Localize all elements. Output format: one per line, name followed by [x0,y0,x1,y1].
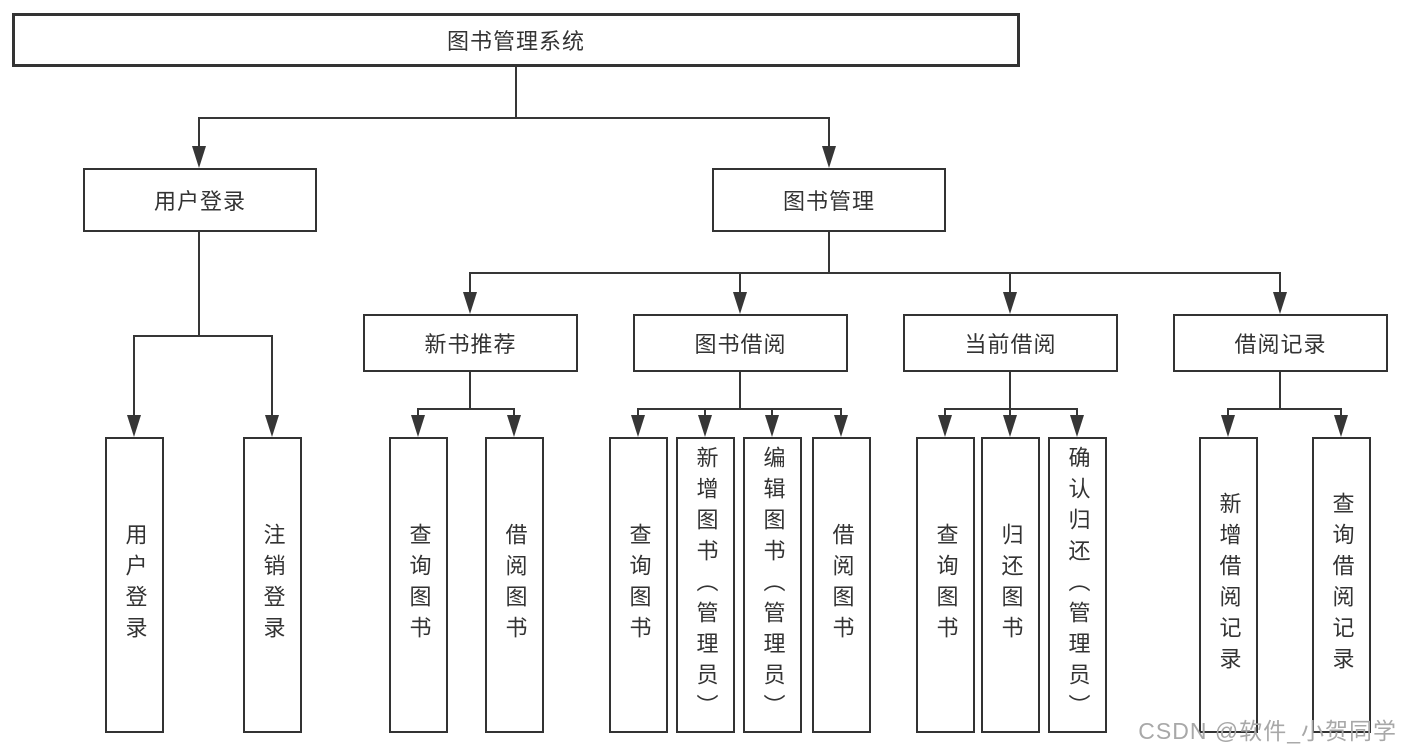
leaf-logout: 注销登录 [243,437,302,733]
connector-line [1340,408,1342,415]
leaf-query-borrow-record: 查询借阅记录 [1312,437,1371,733]
arrowhead-icon [822,146,836,168]
node-book-borrowing: 图书借阅 [633,314,848,372]
leaf-query-books-borrowing: 查询图书 [609,437,668,733]
arrowhead-icon [834,415,848,437]
leaf-confirm-return-admin: 确认归还（管理员） [1048,437,1107,733]
node-book-borrowing-label: 图书借阅 [694,332,787,357]
connector-line [944,408,946,415]
arrowhead-icon [698,415,712,437]
connector-line [133,335,273,337]
connector-line [513,408,515,415]
arrowhead-icon [631,415,645,437]
arrowhead-icon [463,292,477,314]
arrowhead-icon [1221,415,1235,437]
leaf-add-books-admin-label: 新增图书（管理员） [693,445,719,725]
leaf-borrow-books-recommend: 借阅图书 [485,437,544,733]
leaf-query-books-current-label: 查询图书 [933,523,959,647]
arrowhead-icon [1070,415,1084,437]
leaf-query-books-recommend: 查询图书 [389,437,448,733]
connector-line [198,232,200,335]
arrowhead-icon [265,415,279,437]
node-root-label: 图书管理系统 [446,29,585,54]
arrowhead-icon [938,415,952,437]
node-book-management-label: 图书管理 [782,189,875,214]
connector-line [1009,272,1011,292]
leaf-confirm-return-admin-label: 确认归还（管理员） [1065,445,1091,725]
node-new-book-recommend-label: 新书推荐 [424,332,517,357]
arrowhead-icon [1334,415,1348,437]
connector-line [739,372,741,408]
connector-line [704,408,706,415]
connector-line [1009,408,1011,415]
arrowhead-icon [1273,292,1287,314]
leaf-user-login-label: 用户登录 [122,523,148,647]
connector-line [637,408,841,410]
connector-line [515,67,517,117]
leaf-logout-label: 注销登录 [260,523,286,647]
leaf-add-borrow-record: 新增借阅记录 [1199,437,1258,733]
node-user-login: 用户登录 [83,168,317,232]
watermark: CSDN @软件_小贺同学 [1138,718,1397,744]
connector-line [1076,408,1078,415]
node-borrowing-records-label: 借阅记录 [1234,332,1327,357]
connector-line [417,408,419,415]
arrowhead-icon [507,415,521,437]
node-borrowing-records: 借阅记录 [1173,314,1388,372]
connector-line [198,117,830,119]
leaf-query-books-borrowing-label: 查询图书 [626,523,652,647]
leaf-edit-books-admin: 编辑图书（管理员） [743,437,802,733]
connector-line [1009,372,1011,408]
connector-line [1227,408,1229,415]
arrowhead-icon [411,415,425,437]
node-current-borrowing-label: 当前借阅 [964,332,1057,357]
leaf-return-books: 归还图书 [981,437,1040,733]
connector-line [637,408,639,415]
arrowhead-icon [733,292,747,314]
connector-line [1279,372,1281,408]
connector-line [1227,408,1341,410]
connector-line [739,272,741,292]
node-book-management: 图书管理 [712,168,946,232]
node-new-book-recommend: 新书推荐 [363,314,578,372]
arrowhead-icon [192,146,206,168]
connector-line [133,335,135,415]
leaf-borrow-books-recommend-label: 借阅图书 [502,523,528,647]
node-root-system: 图书管理系统 [12,13,1020,67]
connector-line [840,408,842,415]
connector-line [771,408,773,415]
leaf-add-borrow-record-label: 新增借阅记录 [1216,492,1242,678]
arrowhead-icon [1003,292,1017,314]
connector-line [469,272,471,292]
connector-line [198,117,200,146]
node-user-login-label: 用户登录 [153,189,246,214]
leaf-return-books-label: 归还图书 [998,523,1024,647]
leaf-add-books-admin: 新增图书（管理员） [676,437,735,733]
arrowhead-icon [127,415,141,437]
leaf-query-borrow-record-label: 查询借阅记录 [1329,492,1355,678]
connector-line [417,408,515,410]
arrowhead-icon [1003,415,1017,437]
connector-line [469,372,471,408]
connector-line [828,117,830,146]
connector-line [1279,272,1281,292]
arrowhead-icon [765,415,779,437]
connector-line [828,232,830,272]
leaf-query-books-recommend-label: 查询图书 [406,523,432,647]
node-current-borrowing: 当前借阅 [903,314,1118,372]
leaf-borrow-books: 借阅图书 [812,437,871,733]
connector-line [271,335,273,415]
leaf-borrow-books-label: 借阅图书 [829,523,855,647]
connector-line [469,272,1280,274]
leaf-query-books-current: 查询图书 [916,437,975,733]
leaf-edit-books-admin-label: 编辑图书（管理员） [760,445,786,725]
leaf-user-login: 用户登录 [105,437,164,733]
